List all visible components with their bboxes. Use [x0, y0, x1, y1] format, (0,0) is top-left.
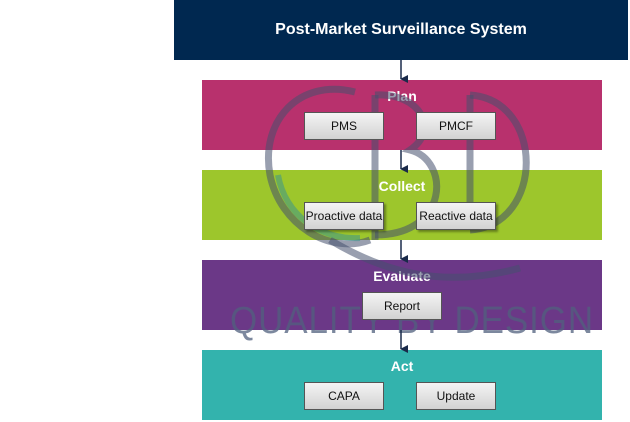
act-item-capa[interactable]: CAPA	[304, 382, 384, 410]
act-item-update[interactable]: Update	[416, 382, 496, 410]
diagram-title: Post-Market Surveillance System	[174, 0, 628, 60]
diagram-title-text: Post-Market Surveillance System	[275, 21, 527, 38]
stage-plan: Plan	[202, 80, 602, 150]
stage-plan-title: Plan	[387, 88, 417, 104]
evaluate-item-report[interactable]: Report	[362, 292, 442, 320]
collect-item-reactive-data[interactable]: Reactive data	[416, 202, 496, 230]
stage-evaluate-title: Evaluate	[373, 268, 431, 284]
stage-collect-title: Collect	[378, 178, 426, 194]
stage-collect: Collect	[202, 170, 602, 240]
collect-item-proactive-data[interactable]: Proactive data	[304, 202, 384, 230]
stage-act: Act	[202, 350, 602, 420]
plan-item-pmcf[interactable]: PMCF	[416, 112, 496, 140]
stage-act-title: Act	[390, 358, 414, 374]
plan-item-pms[interactable]: PMS	[304, 112, 384, 140]
